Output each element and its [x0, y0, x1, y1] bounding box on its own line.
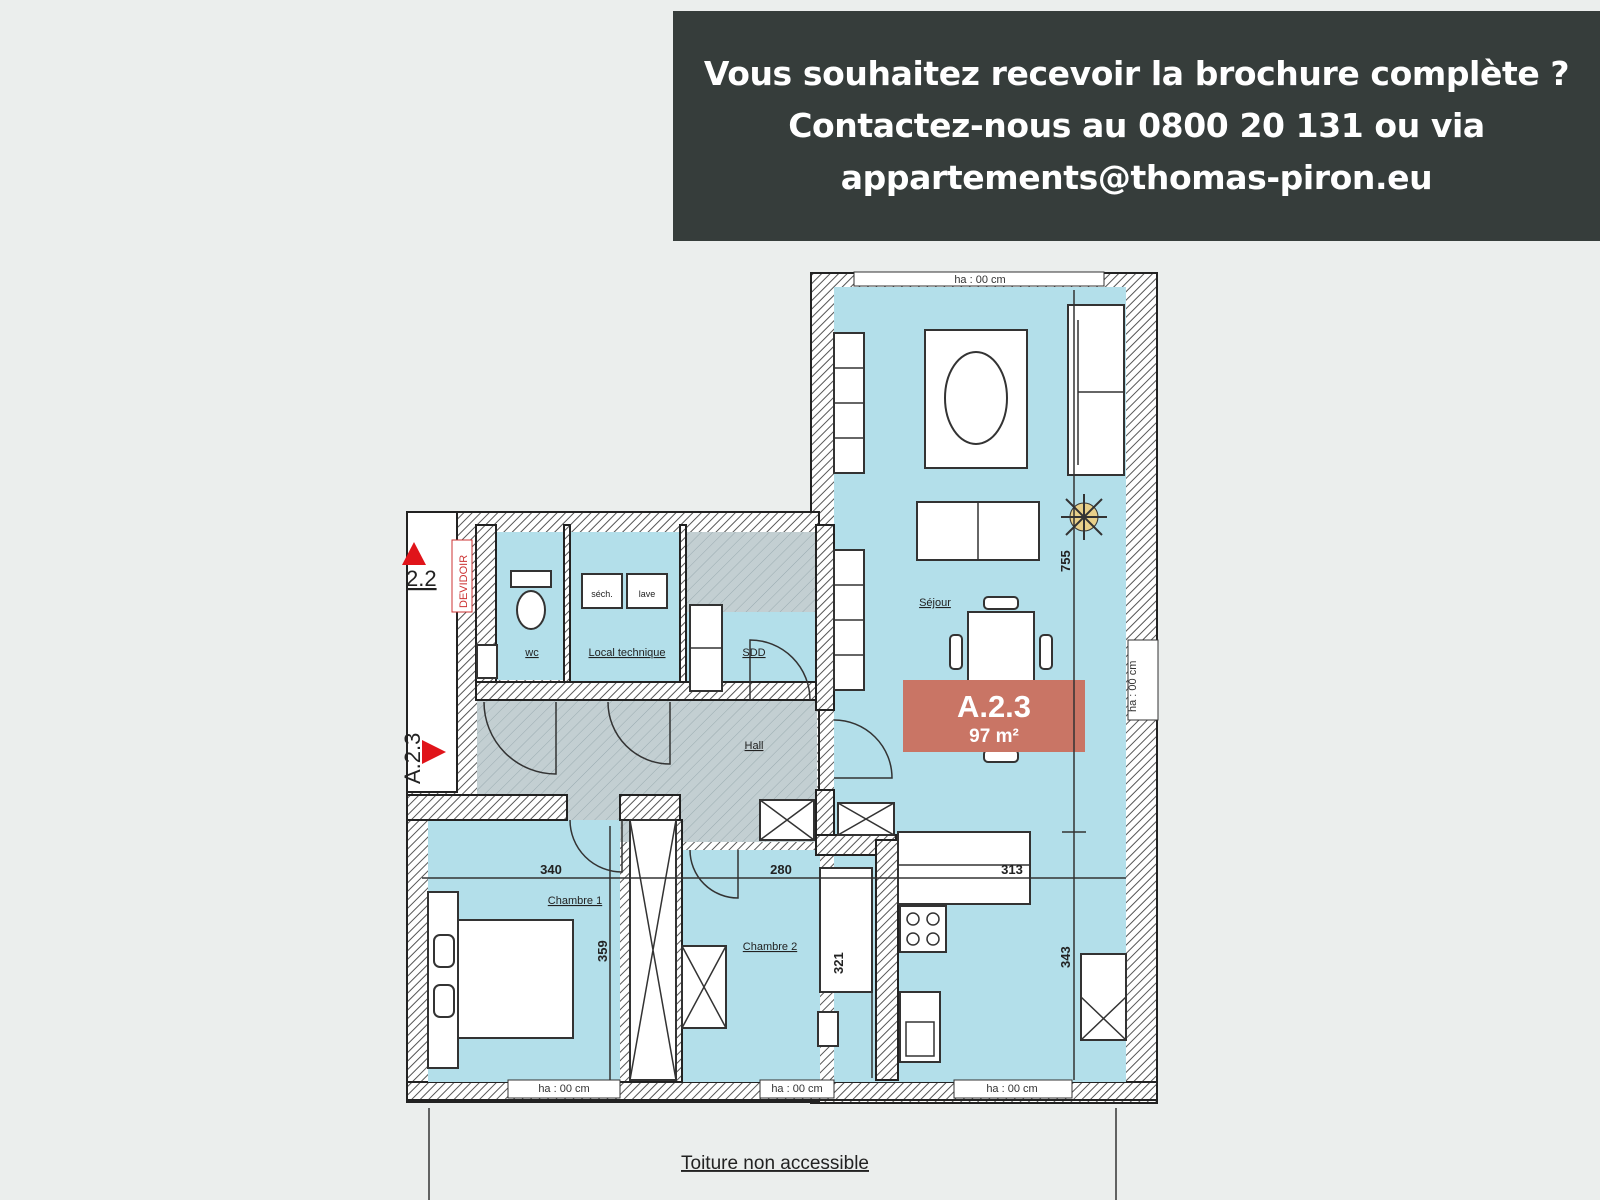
windows: ha : 00 cm ha : 00 cm ha : 00 cm ha : 00… [507, 271, 1159, 1099]
room-label-chambre1: Chambre 1 [548, 895, 602, 907]
bed-icon [457, 919, 574, 1039]
dimension-lines [422, 290, 1126, 1080]
dim-755: 755 [1058, 550, 1073, 572]
cooktop-icon [899, 905, 947, 953]
sejour-furniture [833, 304, 1125, 905]
sofa-right [1067, 304, 1125, 476]
kitchen-counter [819, 867, 873, 993]
contact-banner: Vous souhaitez recevoir la brochure comp… [673, 11, 1600, 241]
devidoir-label: DEVIDOIR [458, 555, 470, 608]
cabinet-right [1080, 953, 1127, 1041]
banner-email-link[interactable]: appartements@thomas-piron.eu [840, 158, 1433, 197]
door-swings [483, 639, 893, 899]
room-label-chambre2: Chambre 2 [743, 941, 797, 953]
banner-line-2: Contactez-nous au 0800 20 131 ou via [788, 106, 1485, 145]
window-bottom-3-label: ha : 00 cm [986, 1083, 1037, 1095]
neighbor-arrow-right-icon [422, 740, 446, 764]
dryer-label: séch. [591, 589, 613, 599]
toilet-icon [516, 590, 546, 630]
dim-340: 340 [540, 862, 562, 877]
dim-359: 359 [595, 940, 610, 962]
unit-area: 97 m² [969, 726, 1019, 747]
window-bottom-2-label: ha : 00 cm [771, 1083, 822, 1095]
dining-table [967, 611, 1035, 683]
sdd-shower [686, 532, 816, 612]
wc-sink-icon [476, 644, 498, 679]
window-right-label: ha : 00 cm [1127, 661, 1139, 712]
washer-label: lave [639, 589, 656, 599]
roof-area: Toiture non accessible [428, 1108, 1117, 1200]
stool-icon [817, 1011, 839, 1047]
neighbor-label-bottom: A.2.3 [400, 733, 425, 784]
kitchen [817, 867, 1127, 1063]
dryer-icon [581, 573, 623, 609]
bedside-icon [427, 891, 459, 1069]
neighbor-arrow-up-icon [402, 542, 426, 565]
dim-280: 280 [770, 862, 792, 877]
plant-icon [1061, 494, 1107, 540]
roof-label: Toiture non accessible [681, 1153, 869, 1174]
coffee-table [944, 351, 1008, 445]
unit-badge: A.2.3 97 m² [903, 680, 1085, 752]
neighbor-label-top: 2.2 [406, 566, 437, 591]
room-label-sejour: Séjour [919, 597, 951, 609]
dim-343: 343 [1058, 946, 1073, 968]
kitchen-island [897, 831, 1031, 905]
room-label-hall: Hall [745, 740, 764, 752]
room-label-wc: wc [524, 647, 539, 659]
bedroom-furniture [427, 819, 727, 1081]
toilet-tank-icon [510, 570, 552, 588]
room-label-sdd: SDD [742, 647, 765, 659]
window-bottom-1-label: ha : 00 cm [538, 1083, 589, 1095]
local-technique-room [570, 532, 680, 700]
dining-chair [949, 634, 963, 670]
washer-icon [626, 573, 668, 609]
neighbor-markers: 2.2 A.2.3 DEVIDOIR [400, 539, 473, 784]
dining-chair [983, 596, 1019, 610]
dim-313: 313 [1001, 862, 1023, 877]
dining-chair [1039, 634, 1053, 670]
sanitary-fixtures: séch. lave [476, 570, 895, 841]
room-label-local-technique: Local technique [588, 647, 665, 659]
unit-id: A.2.3 [957, 689, 1031, 724]
banner-line-1: Vous souhaitez recevoir la brochure comp… [703, 54, 1570, 93]
window-top-label: ha : 00 cm [954, 274, 1005, 286]
dim-321: 321 [831, 952, 846, 974]
